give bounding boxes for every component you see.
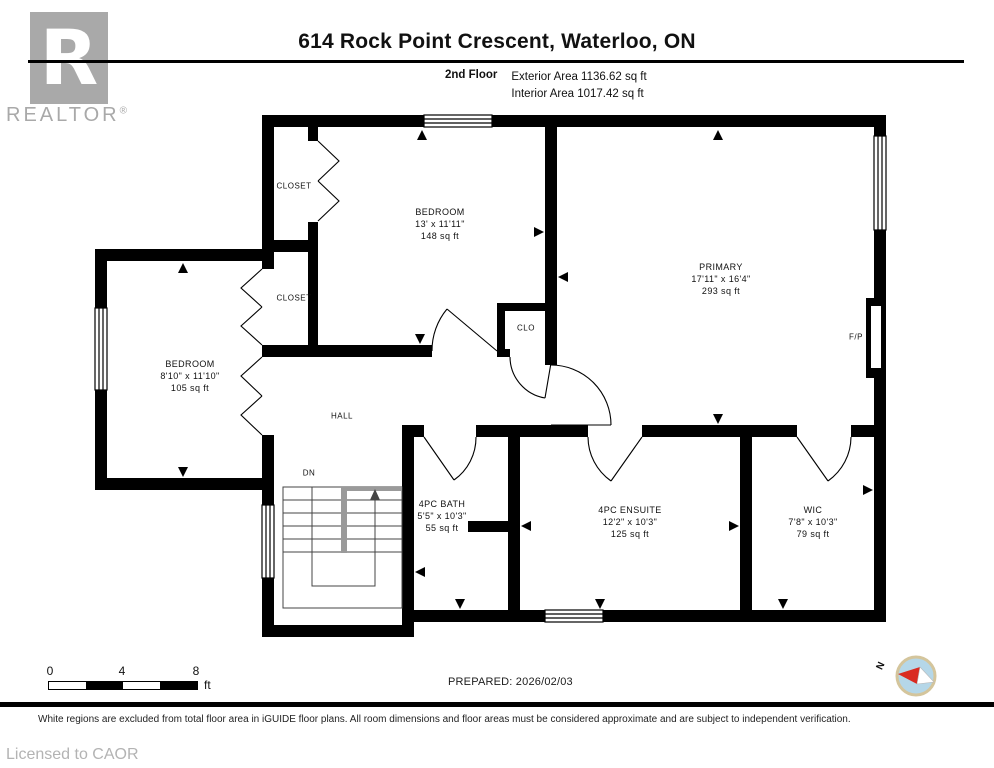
room-dims: 13' x 11'11" <box>415 219 465 229</box>
realtor-logo-letter: R <box>39 13 99 102</box>
realtor-wordmark-text: REALTOR <box>6 104 120 126</box>
room-dims: 8'10" x 11'10" <box>160 371 220 381</box>
room-name: 4PC ENSUITE <box>598 505 662 515</box>
scale-tick-4: 4 <box>118 664 126 678</box>
realtor-logo: R <box>30 12 108 104</box>
prepared-date: PREPARED: 2026/02/03 <box>448 676 573 688</box>
windows <box>94 114 887 623</box>
room-area: 148 sq ft <box>420 231 460 241</box>
room-area: 293 sq ft <box>701 286 741 296</box>
label-closet-lower: CLOSET <box>276 293 312 303</box>
label-hall: HALL <box>330 411 354 421</box>
doors <box>423 308 852 482</box>
dimension-arrows <box>178 130 873 609</box>
room-dims: 17'11" x 16'4" <box>691 274 751 284</box>
header-divider-line <box>28 60 964 63</box>
room-dims: 7'8" x 10'3" <box>788 517 838 527</box>
room-label-bath: 4PC BATH 5'5" x 10'3" 55 sq ft <box>417 498 466 534</box>
room-name: BEDROOM <box>415 207 465 217</box>
registered-symbol: ® <box>119 105 130 117</box>
floor-info: 2nd Floor Exterior Area 1136.62 sq ft In… <box>445 69 647 103</box>
walls <box>95 115 886 637</box>
room-label-bedroom-left: BEDROOM 8'10" x 11'10" 105 sq ft <box>160 358 219 394</box>
staircase <box>282 486 403 609</box>
bifold-doors <box>240 140 340 436</box>
scale-unit: ft <box>204 678 211 692</box>
label-fireplace: F/P <box>849 332 863 342</box>
room-label-wic: WIC 7'8" x 10'3" 79 sq ft <box>788 504 837 540</box>
disclaimer-text: White regions are excluded from total fl… <box>38 714 851 725</box>
exterior-area: Exterior Area 1136.62 sq ft <box>511 71 647 83</box>
scale-tick-8: 8 <box>192 664 200 678</box>
scale-bar: 0 4 8 ft <box>46 664 218 694</box>
room-name: BEDROOM <box>165 359 215 369</box>
label-dn: DN <box>302 468 316 478</box>
room-name: 4PC BATH <box>418 499 466 509</box>
scale-tick-0: 0 <box>46 664 54 678</box>
page-title: 614 Rock Point Crescent, Waterloo, ON <box>298 30 696 53</box>
compass <box>895 655 937 697</box>
scale-bar-ruler <box>48 681 198 690</box>
room-name: WIC <box>803 505 823 515</box>
fireplace <box>866 298 886 378</box>
label-closet-upper: CLOSET <box>276 181 312 191</box>
licensed-to: Licensed to CAOR <box>6 746 139 763</box>
stairs-up-arrow <box>370 489 380 500</box>
room-dims: 12'2" x 10'3" <box>602 517 658 527</box>
room-area: 105 sq ft <box>170 383 210 393</box>
compass-needle-north <box>898 667 920 684</box>
compass-needle-south <box>916 666 935 685</box>
realtor-wordmark: REALTOR® <box>6 104 130 127</box>
footer-divider-line <box>0 702 994 707</box>
floor-label: 2nd Floor <box>445 69 498 81</box>
interior-area: Interior Area 1017.42 sq ft <box>511 88 644 100</box>
room-name: PRIMARY <box>699 262 743 272</box>
room-label-primary: PRIMARY 17'11" x 16'4" 293 sq ft <box>691 261 750 297</box>
room-dims: 5'5" x 10'3" <box>417 511 467 521</box>
room-area: 125 sq ft <box>610 529 650 539</box>
room-label-bedroom-top: BEDROOM 13' x 11'11" 148 sq ft <box>415 206 465 242</box>
label-clo: CLO <box>517 323 535 333</box>
room-label-ensuite: 4PC ENSUITE 12'2" x 10'3" 125 sq ft <box>598 504 661 540</box>
room-area: 79 sq ft <box>796 529 830 539</box>
room-area: 55 sq ft <box>425 523 459 533</box>
